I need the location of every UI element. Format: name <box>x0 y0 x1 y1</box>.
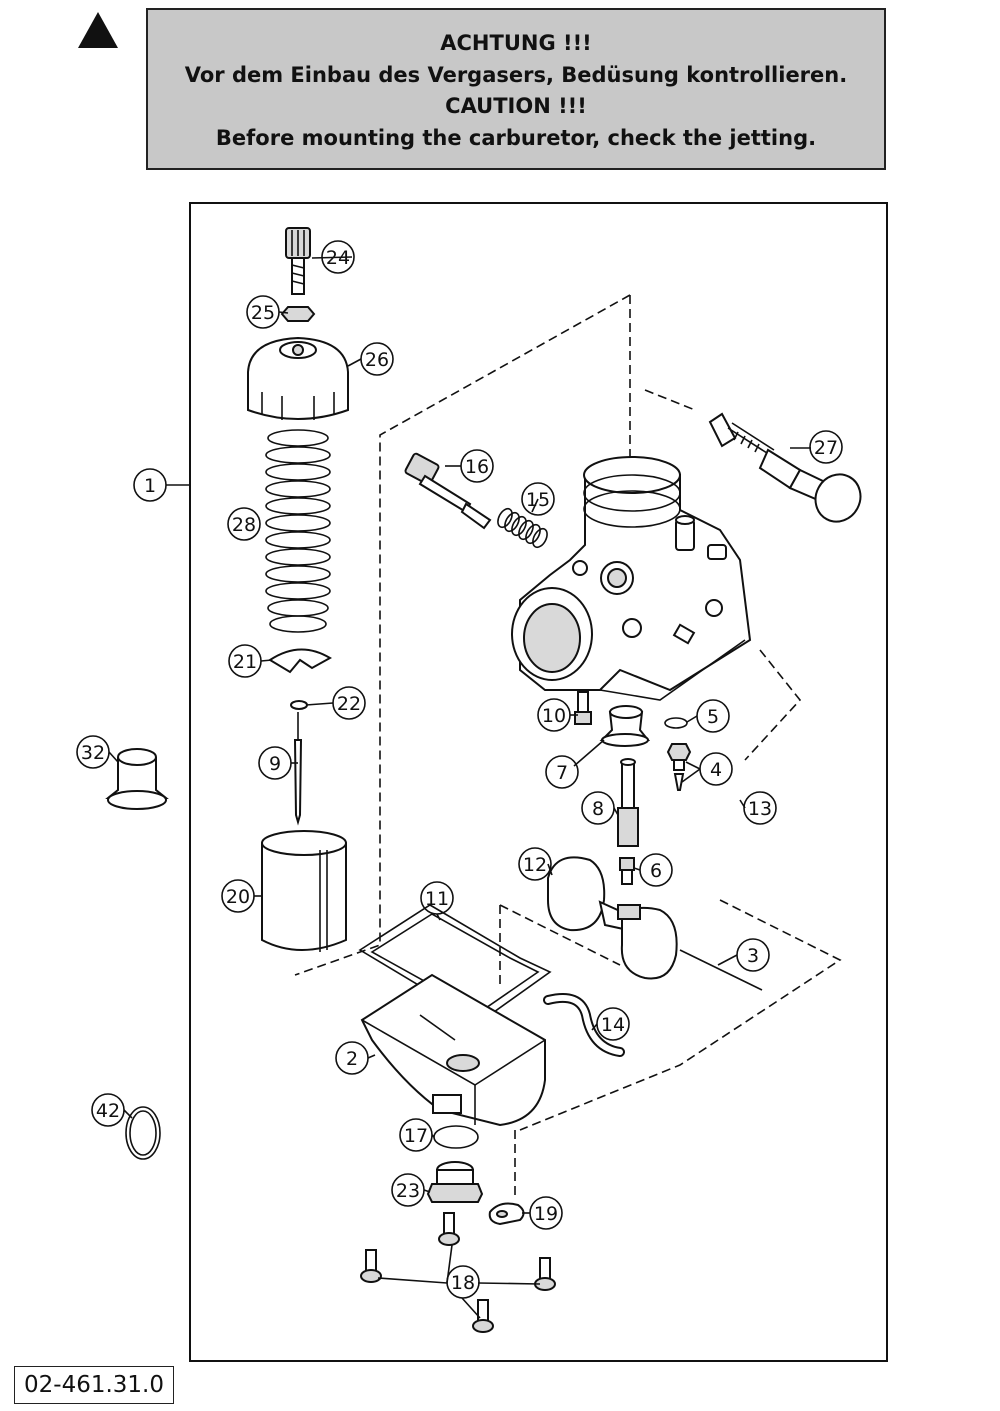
caution-line-english-text: Before mounting the carburetor, check th… <box>215 125 817 150</box>
part-32-cap <box>105 748 169 810</box>
part-20-throttle-slide <box>261 830 347 952</box>
callout-16: 16 <box>460 449 494 483</box>
part-15-idle-spring <box>497 507 548 549</box>
part-13-overflow-hose-inner <box>720 763 762 854</box>
callout-27: 27 <box>809 430 843 464</box>
callout-32-label: 32 <box>81 742 105 764</box>
part-28-slide-spring <box>265 429 331 633</box>
part-19-bracket <box>488 1202 525 1226</box>
callout-4: 4 <box>699 752 733 786</box>
part-12-float <box>547 856 678 980</box>
caution-line-german-text: Vor dem Einbau des Vergasers, Bedüsung k… <box>184 62 848 87</box>
part-17-o-ring <box>433 1125 479 1149</box>
part-24-adjuster-screw <box>285 227 311 295</box>
callout-32: 32 <box>76 735 110 769</box>
part-4-float-valve <box>666 743 692 791</box>
leader-lines <box>108 256 811 1319</box>
part-14-drain-hose-inner <box>545 994 623 1055</box>
caution-line-german-heading: ACHTUNG !!! <box>440 31 592 55</box>
callout-11: 11 <box>420 881 454 915</box>
callout-27-label: 27 <box>814 437 838 459</box>
caution-notice: ACHTUNG !!! Vor dem Einbau des Vergasers… <box>146 8 886 170</box>
warning-triangle-icon <box>78 12 118 48</box>
drawing-code: 02-461.31.0 <box>14 1366 174 1404</box>
callout-7: 7 <box>545 755 579 789</box>
callout-12: 12 <box>518 847 552 881</box>
carburetor-body <box>511 456 752 701</box>
callout-2-label: 2 <box>346 1048 358 1070</box>
callout-14: 14 <box>596 1007 630 1041</box>
callout-10: 10 <box>537 698 571 732</box>
callout-2: 2 <box>335 1041 369 1075</box>
callout-3-label: 3 <box>747 945 759 967</box>
callout-22: 22 <box>332 686 366 720</box>
callout-18: 18 <box>446 1265 480 1299</box>
callout-28: 28 <box>227 507 261 541</box>
callout-24: 24 <box>321 240 355 274</box>
part-5-o-ring <box>664 717 688 729</box>
callout-14-label: 14 <box>601 1014 625 1036</box>
callout-21: 21 <box>228 644 262 678</box>
part-8-needle-jet <box>617 758 639 847</box>
callout-6: 6 <box>639 853 673 887</box>
callout-17-label: 17 <box>404 1125 428 1147</box>
callout-26-label: 26 <box>365 349 389 371</box>
callout-8-label: 8 <box>592 798 604 820</box>
callout-7-label: 7 <box>556 762 568 784</box>
callout-26: 26 <box>360 342 394 376</box>
callout-21-label: 21 <box>233 651 257 673</box>
callout-22-label: 22 <box>337 693 361 715</box>
caution-line-english-heading: CAUTION !!! <box>445 94 587 118</box>
callout-5: 5 <box>696 699 730 733</box>
callout-24-label: 24 <box>326 247 350 269</box>
callout-18-label: 18 <box>451 1272 475 1294</box>
callout-11-label: 11 <box>425 888 449 910</box>
callout-4-label: 4 <box>710 759 722 781</box>
callout-25: 25 <box>246 295 280 329</box>
callout-13-label: 13 <box>748 798 772 820</box>
part-6-main-jet <box>619 857 635 885</box>
callout-1: 1 <box>133 468 167 502</box>
callout-15-label: 15 <box>526 489 550 511</box>
callout-23: 23 <box>391 1173 425 1207</box>
callout-19: 19 <box>529 1196 563 1230</box>
callout-16-label: 16 <box>465 456 489 478</box>
callout-9-label: 9 <box>269 753 281 775</box>
part-42-hose-clamp <box>125 1106 161 1160</box>
part-2-float-bowl <box>360 973 546 1127</box>
part-21-retainer-plate <box>268 648 332 674</box>
part-3-float-pin <box>679 949 763 991</box>
part-26-carburetor-cap <box>247 336 349 420</box>
callout-23-label: 23 <box>396 1180 420 1202</box>
callout-25-label: 25 <box>251 302 275 324</box>
assembly-dashed-lines <box>294 294 842 1200</box>
part-9-jet-needle <box>293 712 303 826</box>
callout-15: 15 <box>521 482 555 516</box>
assembly-frame <box>189 202 888 1362</box>
callout-17: 17 <box>399 1118 433 1152</box>
callout-10-label: 10 <box>542 705 566 727</box>
callout-13: 13 <box>743 791 777 825</box>
callout-6-label: 6 <box>650 860 662 882</box>
part-27-choke-plunger <box>708 412 862 523</box>
part-10-pilot-jet <box>574 691 592 725</box>
part-23-drain-plug <box>426 1161 484 1203</box>
callout-12-label: 12 <box>523 854 547 876</box>
callout-1-label: 1 <box>144 475 156 497</box>
callout-42: 42 <box>91 1093 125 1127</box>
part-22-needle-clip <box>290 700 308 710</box>
callout-20: 20 <box>221 879 255 913</box>
callout-5-label: 5 <box>707 706 719 728</box>
callout-3: 3 <box>736 938 770 972</box>
part-16-idle-screw <box>404 452 492 530</box>
callout-20-label: 20 <box>226 886 250 908</box>
callout-19-label: 19 <box>534 1203 558 1225</box>
callout-8: 8 <box>581 791 615 825</box>
callout-28-label: 28 <box>232 514 256 536</box>
part-25-nut <box>280 306 316 322</box>
callout-42-label: 42 <box>96 1100 120 1122</box>
part-7-needle-jet-holder <box>599 705 651 747</box>
callout-9: 9 <box>258 746 292 780</box>
